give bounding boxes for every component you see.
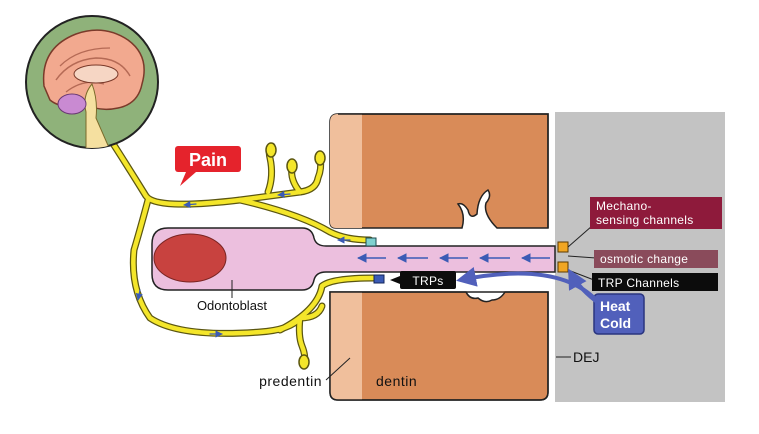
heat-label: Heat — [600, 298, 631, 314]
lower-predentin-layer — [330, 292, 362, 400]
upper-dentin-block — [329, 113, 549, 229]
mechano-label-line2: sensing channels — [596, 213, 694, 227]
upper-predentin-layer — [330, 114, 362, 228]
dej-label: DEJ — [573, 349, 599, 365]
mechano-label-line1: Mechano- — [596, 199, 652, 213]
odontoblast-label: Odontoblast — [197, 298, 267, 313]
brain-icon — [25, 15, 159, 149]
heat-cold-box: Heat Cold — [593, 293, 645, 335]
trps-label: TRPs — [412, 274, 443, 288]
odontoblast-nucleus — [153, 233, 227, 283]
trp-channel-marker — [557, 261, 569, 273]
lower-dentin-block — [329, 291, 549, 401]
nerve-fibres — [108, 138, 378, 370]
trps-label-box: TRPs — [390, 271, 456, 289]
pain-callout: Pain — [175, 146, 241, 186]
trp-channels-label-box: TRP Channels — [592, 273, 718, 291]
mechano-channel-marker — [557, 241, 569, 253]
osmotic-change-label-box: osmotic change — [594, 250, 718, 268]
trp-channels-label: TRP Channels — [598, 276, 679, 290]
odontoblast-cell — [151, 227, 556, 291]
predentin-label: predentin — [259, 373, 322, 389]
dentin-label: dentin — [376, 373, 417, 389]
osmotic-label: osmotic change — [600, 252, 688, 266]
nerve-channel-marker-lower — [373, 274, 385, 284]
heat-cold-to-trps-arrow — [456, 267, 600, 304]
pain-label: Pain — [189, 150, 227, 170]
cold-label: Cold — [600, 315, 631, 331]
nerve-channel-marker-upper — [365, 237, 377, 247]
mechano-sensing-label-box: Mechano- sensing channels — [590, 197, 722, 229]
